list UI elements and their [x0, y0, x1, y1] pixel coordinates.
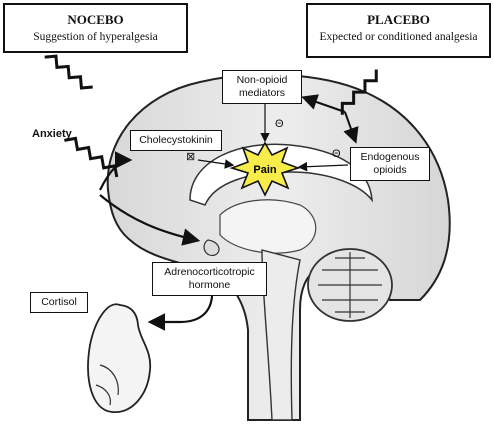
placebo-box: PLACEBO Expected or conditioned analgesi… — [306, 3, 491, 58]
placebo-subtitle: Expected or conditioned analgesia — [319, 31, 478, 43]
placebo-title: PLACEBO — [367, 12, 430, 27]
thalamus — [219, 199, 317, 254]
cortisol-label: Cortisol — [41, 296, 77, 308]
cortisol-box: Cortisol — [30, 292, 88, 313]
endogenous-opioids-box: Endogenous opioids — [350, 147, 430, 181]
cerebellum — [307, 248, 393, 322]
pain-label: Pain — [253, 164, 277, 176]
non-opioid-line2: mediators — [238, 87, 286, 99]
pituitary — [203, 239, 220, 257]
pain-starburst — [229, 141, 301, 197]
acth-line1: Adrenocorticotropic — [164, 266, 255, 278]
non-opioid-line1: Non-opioid — [236, 74, 288, 86]
endogenous-line1: Endogenous — [360, 151, 420, 163]
placebo-to-non-opioid-arrow — [301, 94, 346, 113]
nocebo-title: NOCEBO — [67, 12, 124, 27]
stimulate-symbol: ⊠ — [186, 151, 196, 163]
placebo-to-endogenous-arrow — [343, 111, 359, 144]
cholecystokinin-box: Cholecystokinin — [130, 130, 222, 151]
anxiety-squiggle — [64, 136, 119, 178]
cholecystokinin-label: Cholecystokinin — [139, 134, 213, 146]
non-opioid-mediators-box: Non-opioid mediators — [222, 70, 302, 104]
acth-box: Adrenocorticotropic hormone — [152, 262, 267, 296]
anxiety-to-hypothalamus-arrow — [99, 194, 201, 246]
anxiety-to-cholecystokinin-arrow — [99, 151, 133, 191]
endogenous-line2: opioids — [373, 164, 407, 176]
cholecystokinin-to-pain-arrow — [197, 159, 235, 169]
placebo-squiggle — [340, 69, 378, 115]
inhibit-symbol-opioid: Θ — [332, 148, 341, 160]
nocebo-subtitle: Suggestion of hyperalgesia — [33, 31, 158, 43]
nocebo-squiggle — [44, 54, 93, 90]
adrenal-gland — [87, 303, 152, 413]
anxiety-label: Anxiety — [32, 128, 72, 140]
endogenous-to-pain-arrow — [297, 161, 349, 172]
acth-line2: hormone — [188, 279, 231, 291]
nocebo-box: NOCEBO Suggestion of hyperalgesia — [3, 3, 188, 53]
inhibit-symbol-non-opioid: Θ — [275, 118, 284, 130]
